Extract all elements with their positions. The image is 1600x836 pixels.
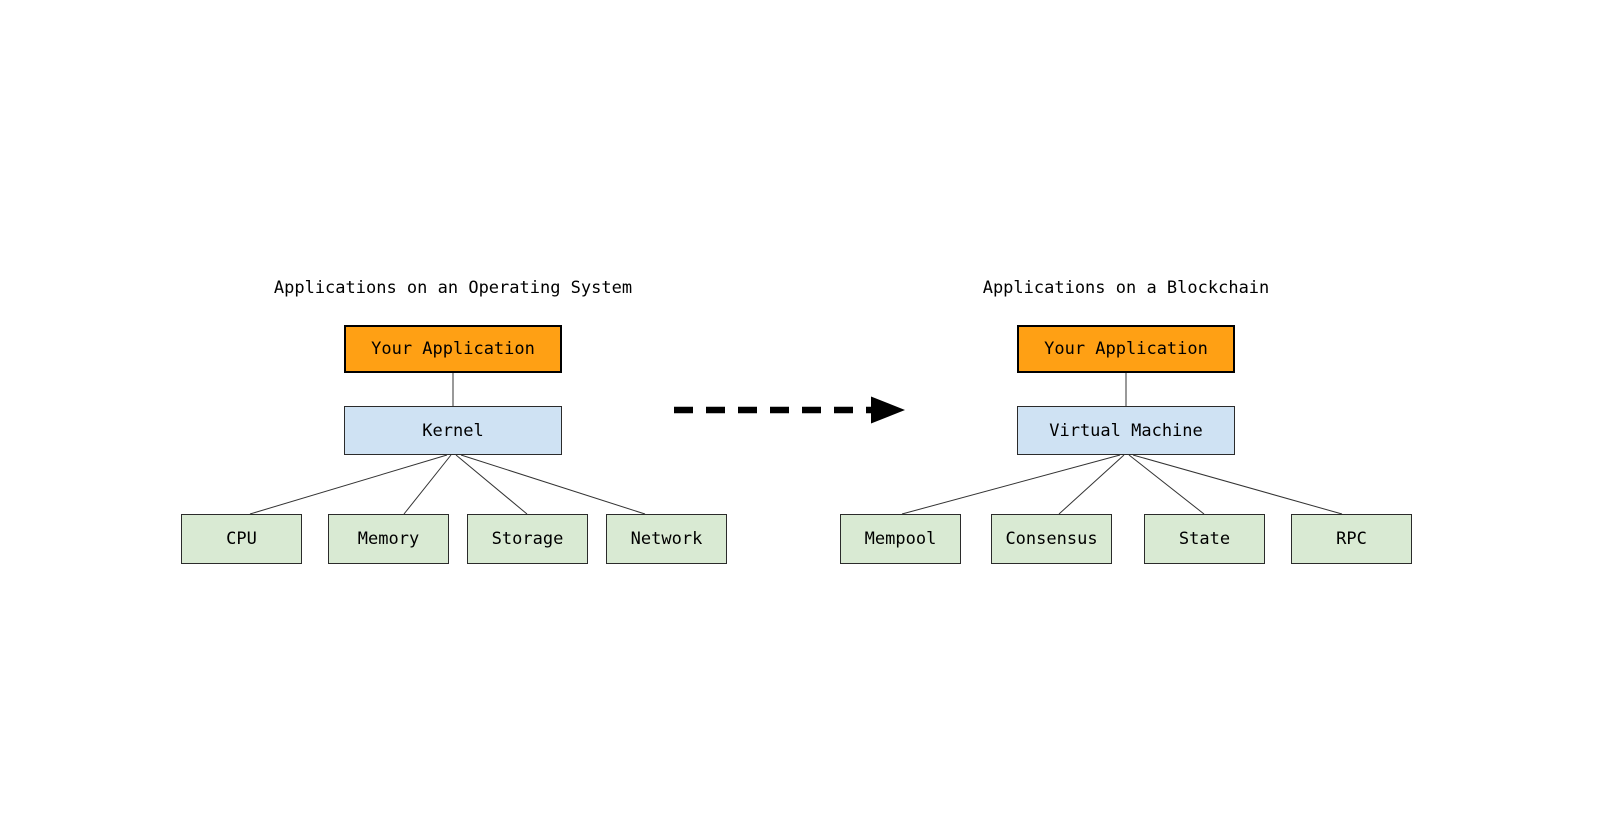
blockchain-leaf-mempool: Mempool [840, 514, 961, 564]
edge-kernel-network [460, 454, 646, 515]
edge-kernel-memory [403, 454, 452, 515]
os-leaf-storage: Storage [467, 514, 588, 564]
os-kernel-box: Kernel [344, 406, 562, 455]
arrow-head-icon [871, 396, 905, 424]
edge-kernel-cpu [249, 454, 448, 515]
os-diagram-title: Applications on an Operating System [273, 278, 633, 298]
blockchain-virtual-machine-box: Virtual Machine [1017, 406, 1235, 455]
blockchain-your-application-box: Your Application [1017, 325, 1235, 373]
os-leaf-network: Network [606, 514, 727, 564]
os-your-application-box: Your Application [344, 325, 562, 373]
edge-vm-consensus [1058, 454, 1125, 515]
os-leaf-memory: Memory [328, 514, 449, 564]
os-leaf-cpu: CPU [181, 514, 302, 564]
transformation-arrow [674, 396, 905, 424]
blockchain-leaf-consensus: Consensus [991, 514, 1112, 564]
edge-vm-mempool [901, 454, 1121, 515]
edge-vm-rpc [1132, 454, 1343, 515]
edge-vm-state [1128, 454, 1205, 515]
blockchain-leaf-state: State [1144, 514, 1265, 564]
edge-kernel-storage [455, 454, 528, 515]
blockchain-diagram-title: Applications on a Blockchain [982, 278, 1270, 298]
blockchain-leaf-rpc: RPC [1291, 514, 1412, 564]
